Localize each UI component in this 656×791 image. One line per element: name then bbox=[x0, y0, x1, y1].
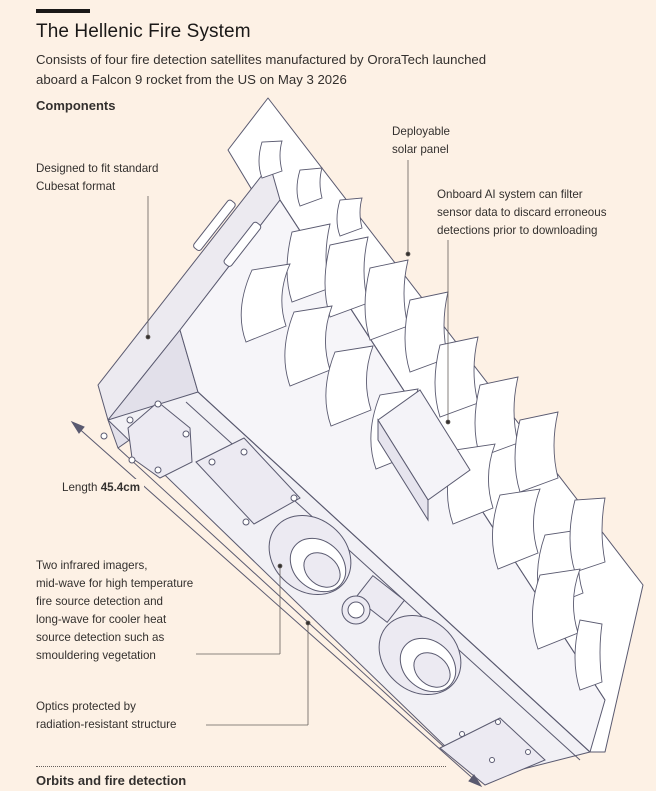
annotation-ai-system: Onboard AI system can filter sensor data… bbox=[437, 186, 607, 240]
length-value: 45.4cm bbox=[100, 481, 141, 494]
section-divider bbox=[36, 766, 446, 767]
annotation-optics: Optics protected by radiation-resistant … bbox=[36, 698, 177, 734]
annotation-solar-panel: Deployable solar panel bbox=[392, 123, 451, 159]
section-heading-components: Components bbox=[36, 98, 116, 113]
page-title: The Hellenic Fire System bbox=[36, 21, 251, 42]
annotation-imagers: Two infrared imagers, mid-wave for high … bbox=[36, 557, 194, 665]
page-subtitle: Consists of four fire detection satellit… bbox=[36, 52, 487, 87]
header-rule bbox=[36, 9, 90, 13]
annotation-cubesat: Designed to fit standard Cubesat format bbox=[36, 160, 159, 196]
annotation-length: Length 45.4cm bbox=[58, 479, 145, 497]
section-heading-orbits: Orbits and fire detection bbox=[36, 773, 187, 788]
